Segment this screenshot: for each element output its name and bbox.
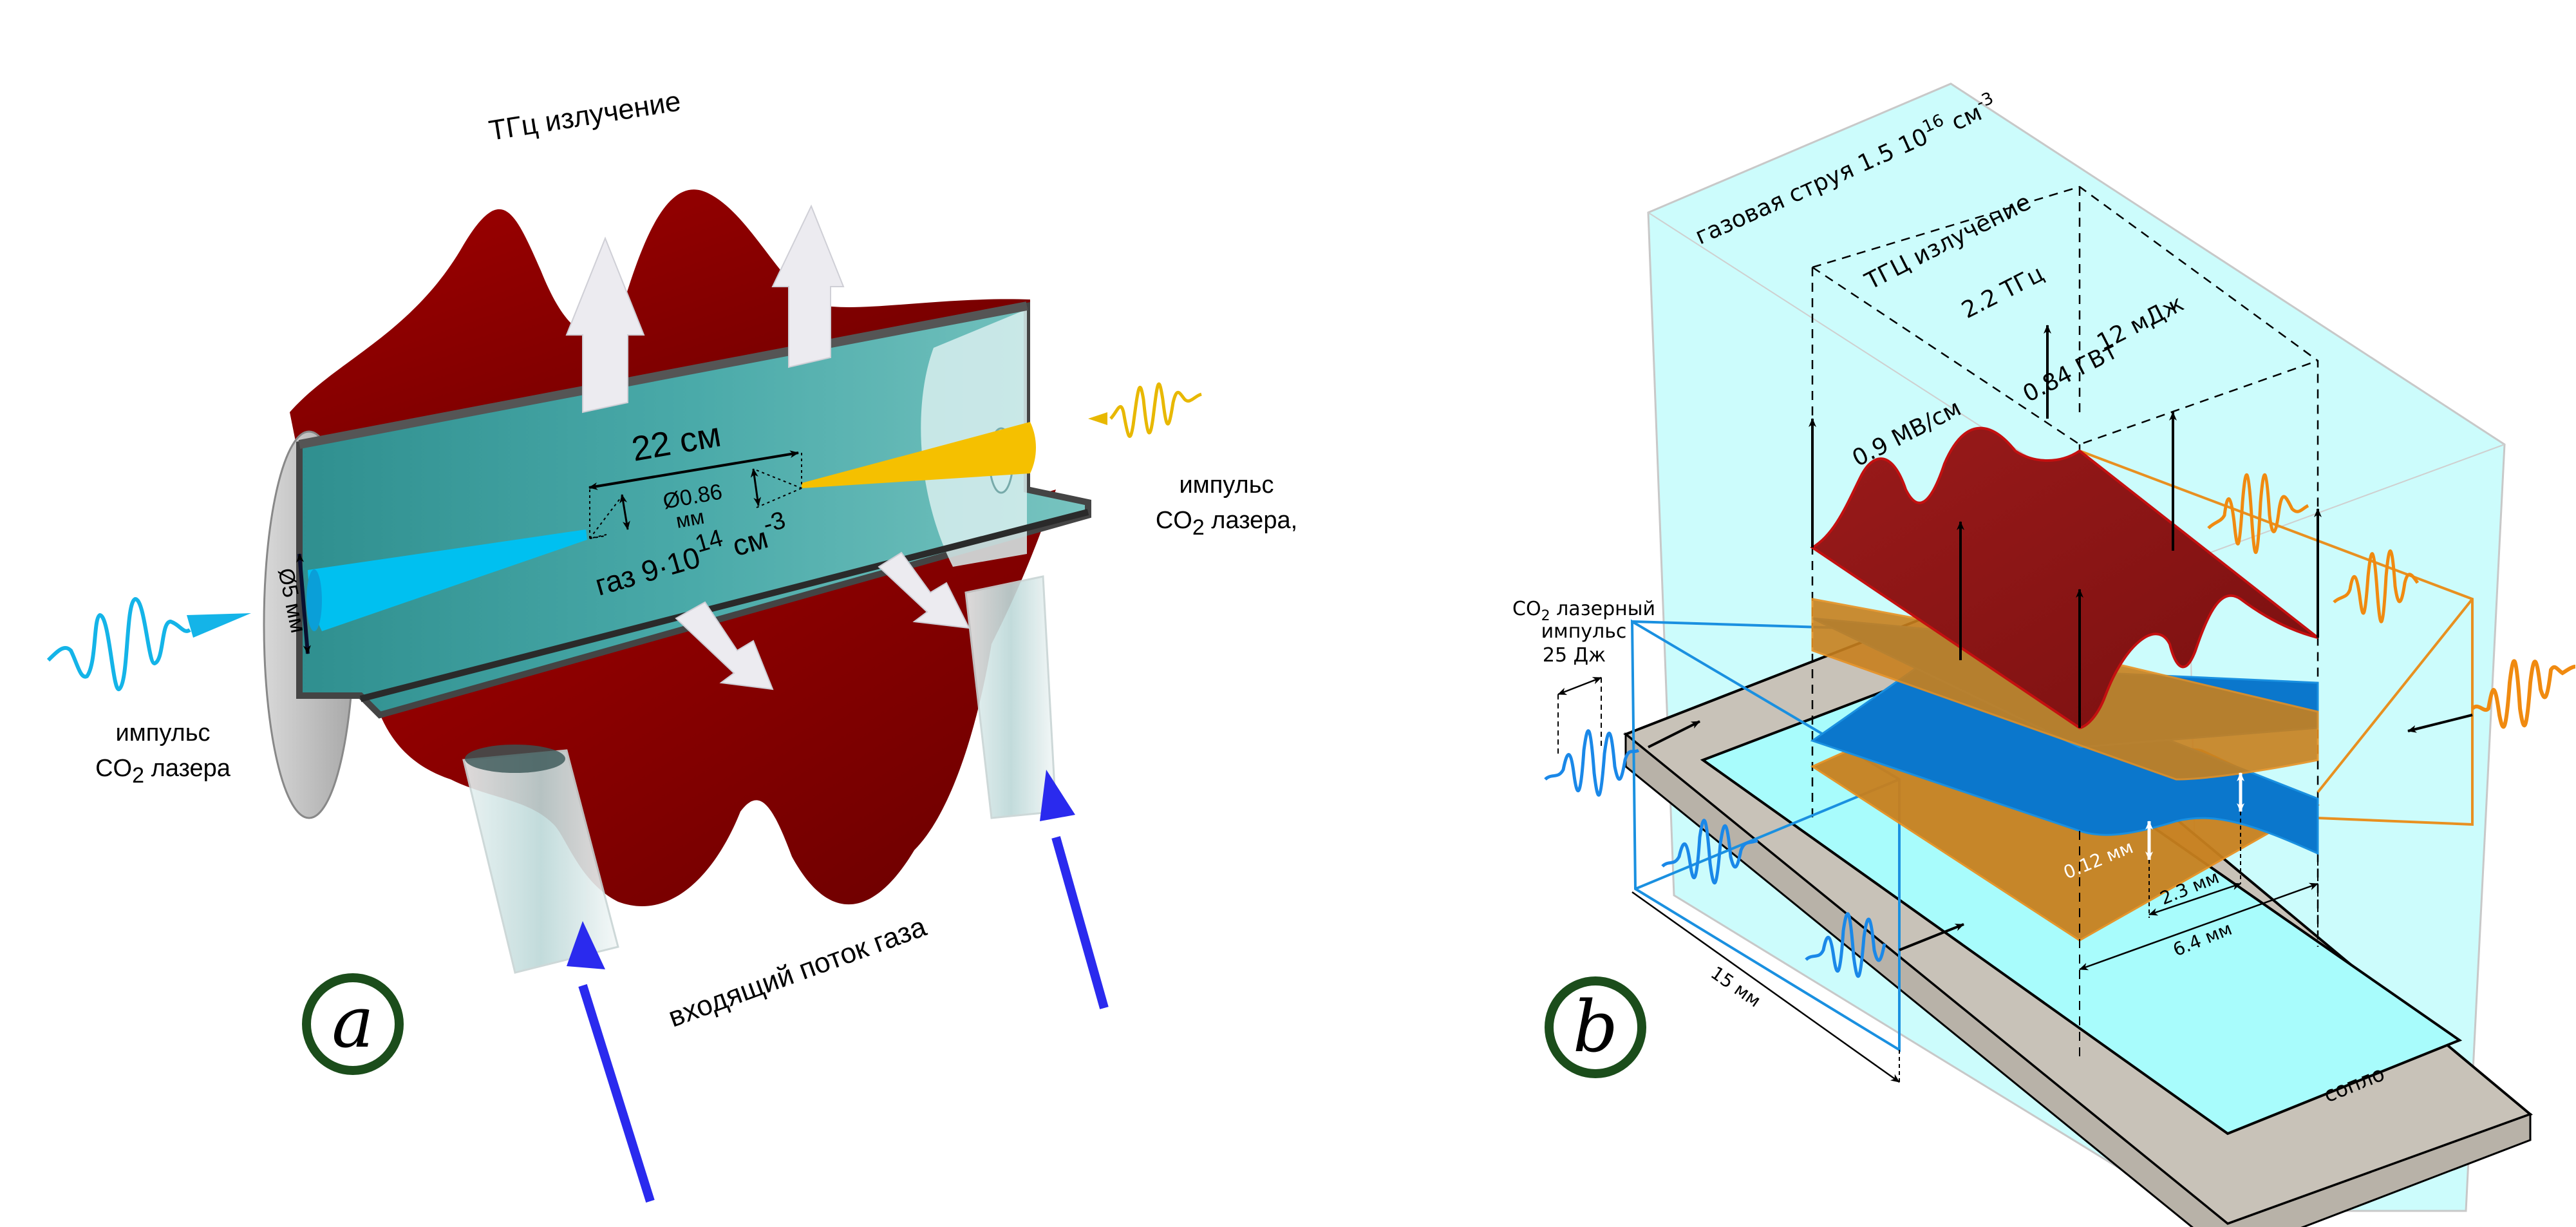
- panel-a-marker: a: [302, 973, 404, 1075]
- right-pulse-label-line2: CO2 лазера,: [1156, 507, 1297, 540]
- gas-inlet-pipe-right: [964, 575, 1057, 819]
- thz-arrow-up-2: [771, 204, 845, 368]
- left-pulse-label-line1: импульс: [115, 719, 210, 747]
- panel-a: ТГц излучение 22 см Ø0.86 мм газ 9·1014 …: [46, 85, 1297, 1203]
- length-label-b: 15 мм: [1707, 962, 1765, 1012]
- incoming-pulse-left-arrowhead: [187, 613, 251, 638]
- thz-wave-sheet: [1810, 426, 2319, 730]
- laser-pulse-blue-3: [1805, 912, 1886, 978]
- thz-pulse-orange-1: [2207, 473, 2309, 554]
- svg-text:a: a: [332, 981, 374, 1063]
- gas-inlet-pipe-left: [462, 745, 619, 974]
- left-pulse-label-line2: CO2 лазера: [95, 755, 231, 788]
- tube-bottom-edge: [359, 509, 1089, 702]
- thz-pulse-orange-2: [2333, 549, 2420, 623]
- inner-diameter-unit: мм: [674, 505, 706, 533]
- thz-pulse-orange-3: [2470, 659, 2576, 729]
- gas-inflow-label: входящий поток газа: [664, 911, 931, 1034]
- thz-radiation-label: ТГц излучение: [487, 85, 683, 146]
- length-dimension-arrow: [588, 450, 799, 490]
- laser-pulse-blue-1: [1544, 729, 1640, 797]
- panel-b-marker: b: [1545, 976, 1646, 1078]
- field-arrows: [1809, 325, 2322, 728]
- svg-text:b: b: [1573, 985, 1618, 1068]
- incoming-pulse-right: [1109, 382, 1202, 438]
- right-pulse-label-line1: импульс: [1179, 471, 1274, 499]
- gas-flow-arrow-left: [567, 921, 655, 1203]
- laser-pulse-label-line1: CO2 лазерный: [1512, 598, 1655, 624]
- thz-arrow-up-1: [565, 236, 645, 414]
- thz-lobe-upper: [290, 189, 1030, 444]
- yellow-laser-cone: [802, 422, 1036, 488]
- incoming-pulse-right-arrowhead: [1088, 412, 1107, 425]
- blue-plate-lower: [1810, 649, 2319, 855]
- panel-b: газовая струя 1.5 1016 см-3 ТГЦ излучени…: [1512, 82, 2576, 1227]
- laser-pulse-blue-2: [1661, 819, 1758, 885]
- incoming-pulse-left: [46, 596, 191, 692]
- blue-laser-cone: [308, 529, 587, 631]
- thz-arrow-down-2: [878, 551, 970, 629]
- thz-arrow-down-1: [675, 601, 774, 690]
- gas-flow-arrow-right: [1040, 770, 1109, 1009]
- laser-pulse-label-line3: 25 Дж: [1543, 644, 1606, 667]
- laser-pulse-label-line2: импульс: [1541, 620, 1627, 643]
